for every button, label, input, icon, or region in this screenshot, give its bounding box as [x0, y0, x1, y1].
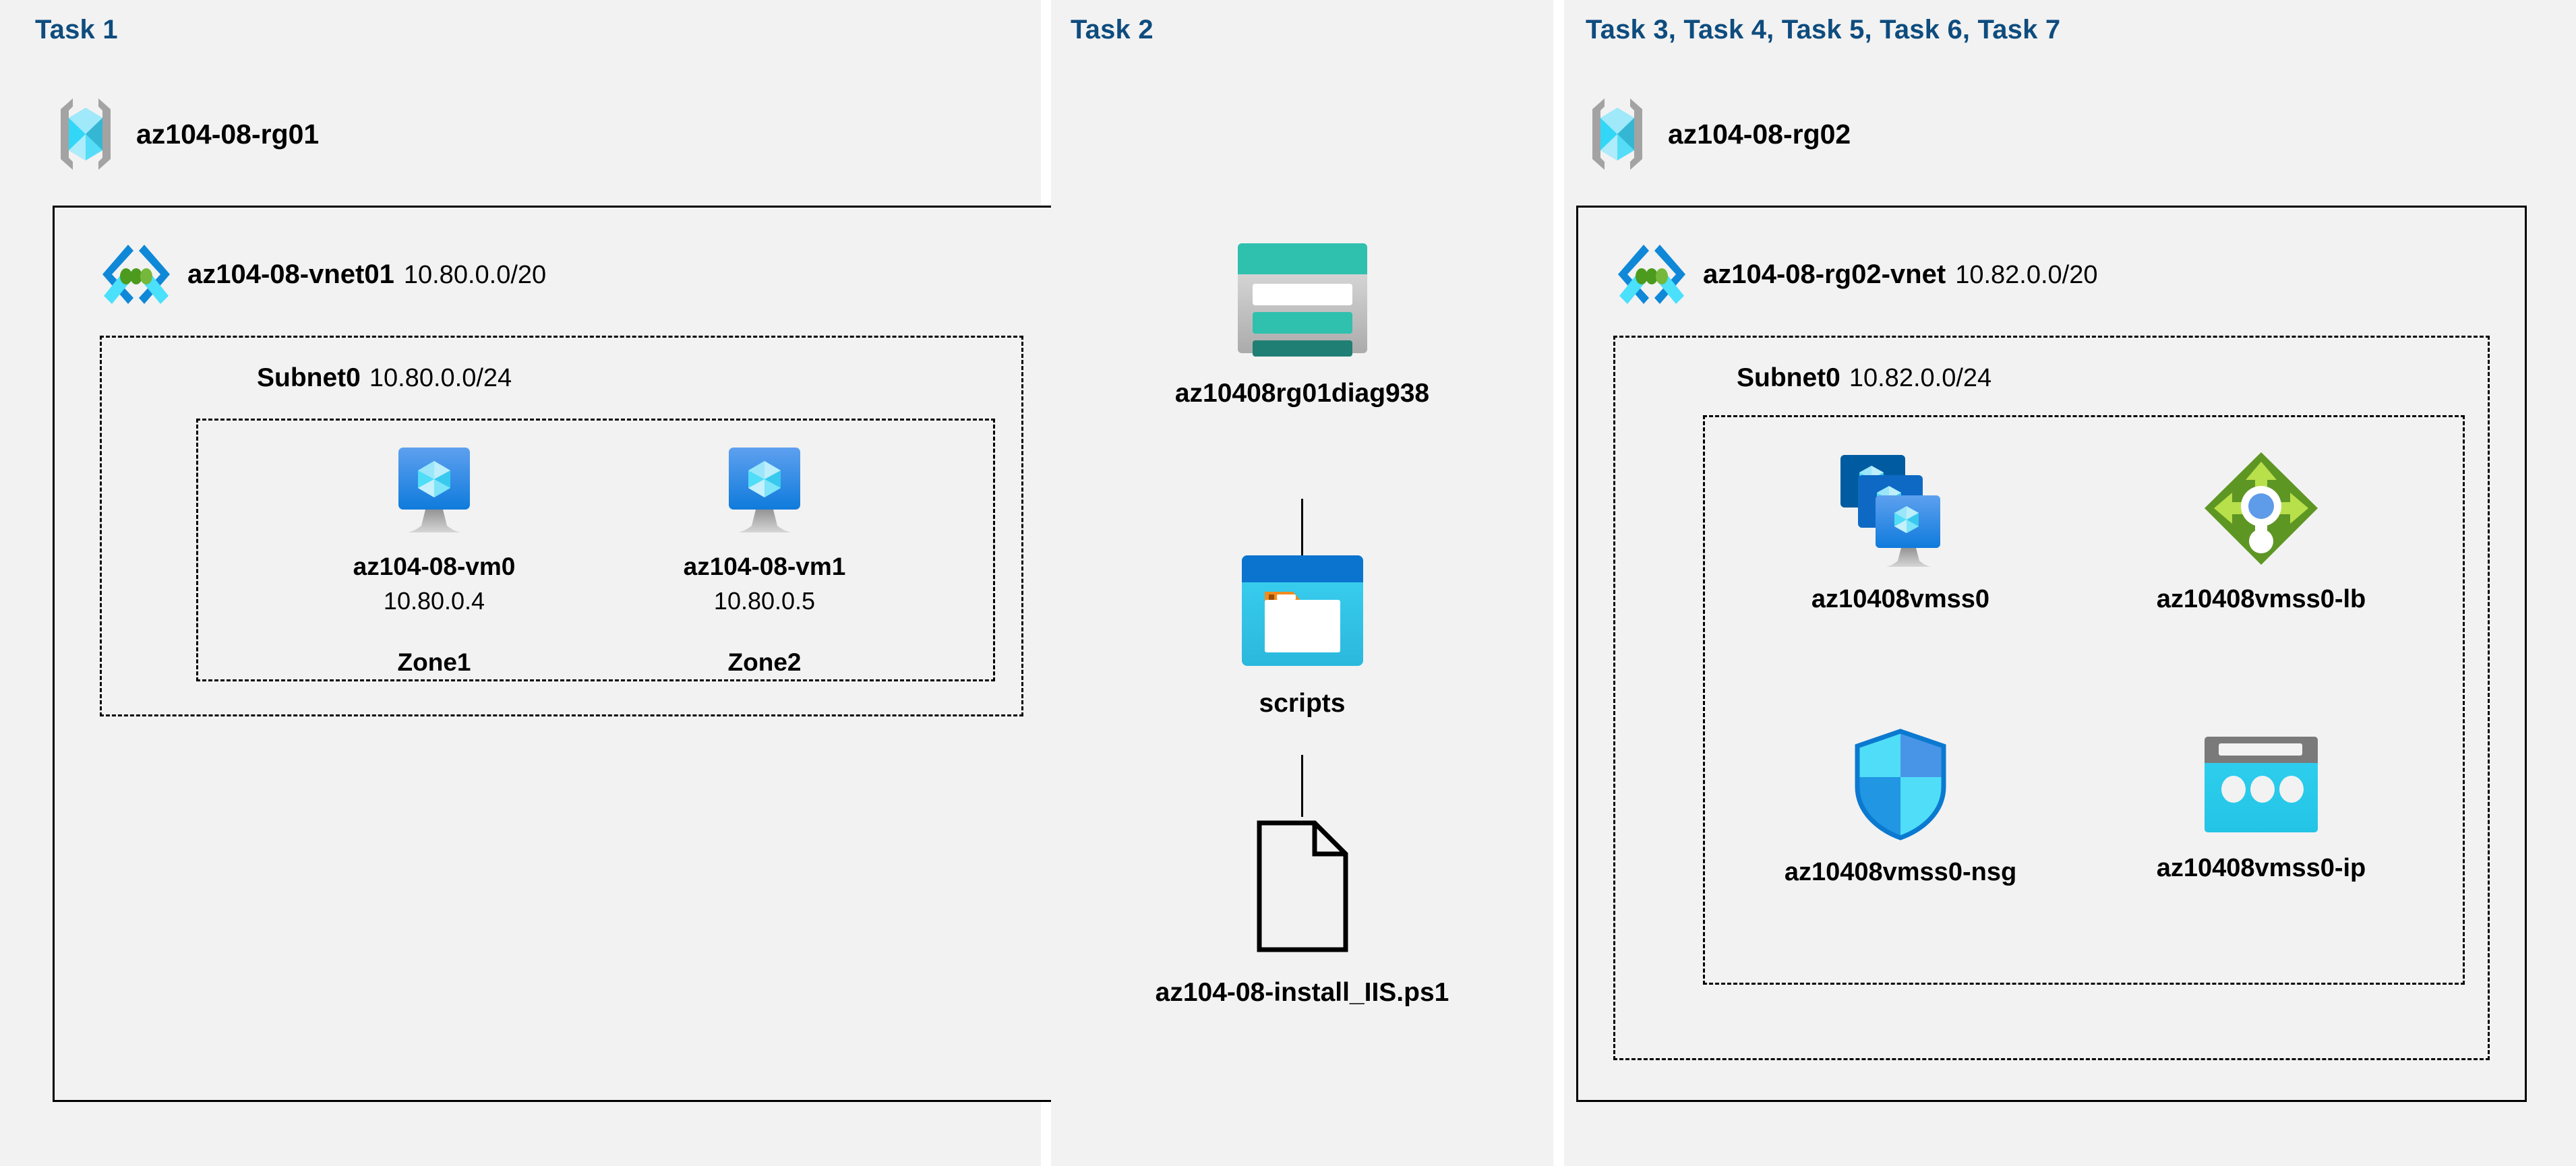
- vnet-name-rg02: az104-08-rg02-vnet: [1703, 259, 1946, 289]
- blob-container-icon: [1241, 553, 1363, 669]
- nsg-node: az10408vmss0-nsg: [1742, 727, 2059, 888]
- subnet-box-task37: Subnet0 10.82.0.0/24: [1613, 336, 2490, 1060]
- subnet-header-task37: Subnet0 10.82.0.0/24: [1737, 363, 1991, 393]
- public-ip-address-icon: [2204, 734, 2318, 835]
- connector-storage-to-container: [1301, 499, 1303, 558]
- blob-container-node: scripts: [1051, 553, 1553, 720]
- resource-group-header-rg02: az104-08-rg02: [1584, 94, 1851, 174]
- load-balancer-icon: [2203, 450, 2320, 567]
- virtual-machine-icon: [714, 445, 815, 539]
- vm-scale-set-icon: [1836, 451, 1965, 569]
- storage-account-name: az10408rg01diag938: [1174, 379, 1430, 408]
- public-ip-node: az10408vmss0-ip: [2096, 734, 2426, 884]
- vm-ip-0: 10.80.0.4: [383, 587, 485, 615]
- vm-name-0: az104-08-vm0: [353, 553, 516, 580]
- vnet-box-rg02-vnet: az104-08-rg02-vnet 10.82.0.0/20 Subnet0 1…: [1576, 206, 2527, 1102]
- script-file-node: az104-08-install_IIS.ps1: [1051, 819, 1553, 1009]
- subnet-cidr-task1: 10.80.0.0/24: [369, 364, 512, 392]
- storage-account-node: az10408rg01diag938: [1051, 239, 1553, 410]
- load-balancer-name: az10408vmss0-lb: [2156, 585, 2366, 613]
- blob-container-name: scripts: [1259, 689, 1346, 718]
- resource-group-name-rg01: az104-08-rg01: [136, 118, 320, 150]
- vm-name-1: az104-08-vm1: [683, 553, 846, 580]
- vmss-name: az10408vmss0: [1811, 585, 1990, 613]
- panel-task2: Task 2 az10408rg01diag938: [1051, 0, 1553, 1166]
- vnet-cidr-rg02: 10.82.0.0/20: [1955, 260, 2098, 289]
- resource-group-name-rg02: az104-08-rg02: [1668, 118, 1851, 150]
- panel-task3-7: Task 3, Task 4, Task 5, Task 6, Task 7 a…: [1564, 0, 2576, 1166]
- connector-container-to-file: [1301, 755, 1303, 817]
- script-file-name: az104-08-install_IIS.ps1: [1155, 978, 1449, 1007]
- vm-node-1: az104-08-vm1 10.80.0.5 Zone2: [616, 445, 913, 677]
- vnet-name-vnet01: az104-08-vnet01: [187, 259, 394, 289]
- subnet-header-task1: Subnet0 10.80.0.0/24: [257, 363, 512, 393]
- vm-zone-0: Zone1: [397, 648, 471, 677]
- zones-box-task1: az104-08-vm0 10.80.0.4 Zone1: [196, 419, 995, 681]
- public-ip-name: az10408vmss0-ip: [2156, 854, 2366, 882]
- vnet-header-rg02-vnet: az104-08-rg02-vnet 10.82.0.0/20: [1615, 238, 2098, 311]
- vm-node-0: az104-08-vm0 10.80.0.4 Zone1: [286, 445, 582, 677]
- vnet-header-vnet01: az104-08-vnet01 10.80.0.0/20: [100, 238, 546, 311]
- vm-zone-1: Zone2: [727, 648, 802, 677]
- task-label-3-7: Task 3, Task 4, Task 5, Task 6, Task 7: [1586, 15, 2061, 44]
- nsg-name: az10408vmss0-nsg: [1784, 858, 2017, 886]
- load-balancer-node: az10408vmss0-lb: [2096, 450, 2426, 615]
- vm-ip-1: 10.80.0.5: [713, 587, 816, 615]
- subnet-cidr-task37: 10.82.0.0/24: [1849, 364, 1992, 392]
- script-file-icon: [1255, 819, 1350, 954]
- resources-box-task37: az10408vmss0: [1703, 415, 2465, 985]
- subnet-name-task37: Subnet0: [1737, 363, 1840, 392]
- subnet-box-task1: Subnet0 10.80.0.0/24: [100, 336, 1023, 716]
- virtual-network-icon: [1615, 238, 1688, 311]
- vnet-cidr-vnet01: 10.80.0.0/20: [403, 260, 547, 289]
- task-label-2: Task 2: [1071, 15, 1154, 44]
- virtual-network-icon: [100, 238, 173, 311]
- subnet-name-task1: Subnet0: [257, 363, 361, 392]
- task-label-1: Task 1: [35, 15, 118, 44]
- panel-task1: Task 1 az104-08-rg01: [0, 0, 1478, 1166]
- virtual-machine-icon: [384, 445, 485, 539]
- storage-account-icon: [1235, 239, 1370, 357]
- vmss-node: az10408vmss0: [1742, 451, 2059, 615]
- network-security-group-icon: [1850, 727, 1951, 842]
- resource-group-header-rg01: az104-08-rg01: [53, 94, 319, 174]
- resource-group-icon: [53, 94, 119, 174]
- resource-group-icon: [1584, 94, 1650, 174]
